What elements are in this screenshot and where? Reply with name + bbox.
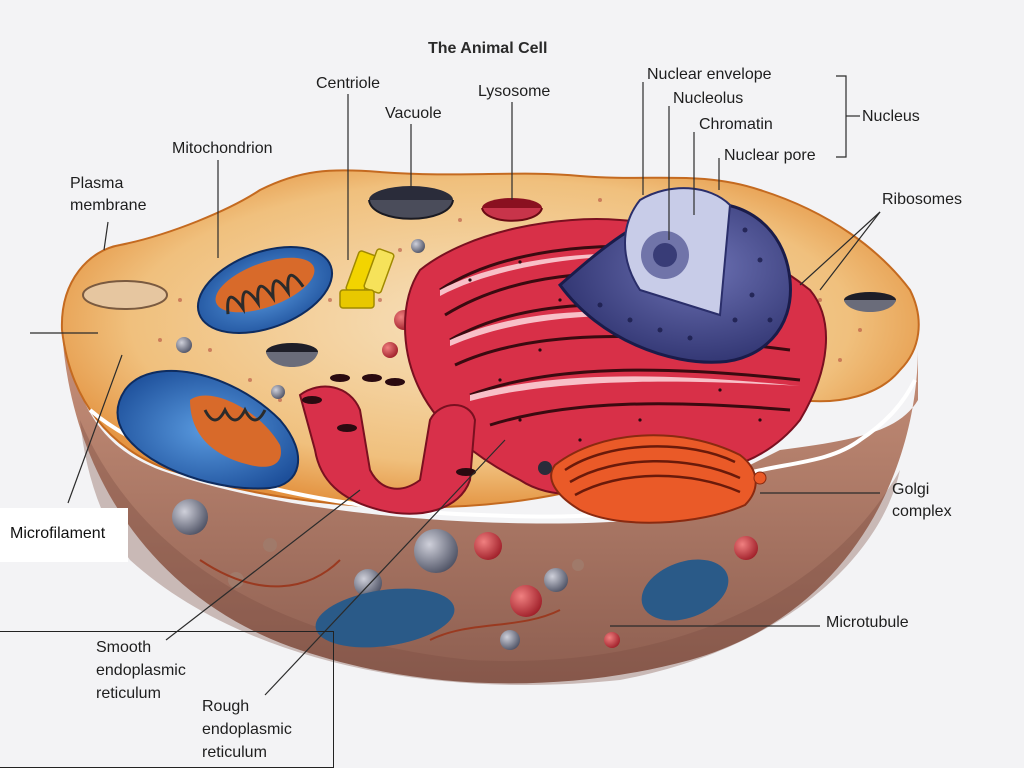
label-golgi-line1: Golgi [892, 481, 930, 498]
label-nuclear-envelope: Nuclear envelope [647, 66, 772, 83]
label-microfilament: Microfilament [10, 525, 106, 542]
label-rough-er-line1: Rough [202, 698, 250, 715]
diagram-title: The Animal Cell [428, 40, 548, 57]
nucleus-shape [557, 187, 792, 364]
lower-organelles [172, 499, 758, 650]
label-nuclear-pore: Nuclear pore [724, 147, 816, 164]
cell-body-shade [80, 420, 900, 685]
label-nucleus: Nucleus [862, 108, 920, 125]
label-smooth-er-line2: endoplasmic [96, 662, 186, 679]
label-smooth-er-line1: Smooth [96, 639, 152, 656]
microfilament-label-box: Microfilament [0, 508, 128, 562]
label-rough-er-line2: endoplasmic [202, 721, 292, 738]
label-lysosome: Lysosome [478, 83, 551, 100]
membrane-pocket [82, 280, 168, 310]
label-nucleolus: Nucleolus [673, 90, 744, 107]
mitochondrion-lower [116, 369, 299, 490]
label-smooth-er-line3: reticulum [96, 685, 161, 702]
label-centriole: Centriole [316, 75, 381, 92]
label-ribosomes: Ribosomes [882, 191, 963, 208]
label-plasma-membrane-line1: Plasma [70, 175, 124, 192]
label-golgi-line2: complex [892, 503, 952, 520]
label-microtubule: Microtubule [826, 614, 909, 631]
leader-lines [30, 75, 881, 696]
label-mitochondrion: Mitochondrion [172, 140, 273, 157]
golgi-shape [538, 434, 767, 524]
smooth-er-shape [298, 374, 477, 515]
label-vacuole: Vacuole [385, 105, 442, 122]
er-labels-frame [0, 631, 334, 768]
label-rough-er-line3: reticulum [202, 744, 267, 761]
mitochondrion-upper [196, 246, 334, 334]
label-plasma-membrane-line2: membrane [70, 197, 147, 214]
label-chromatin: Chromatin [699, 116, 773, 133]
centriole-shape [339, 248, 395, 309]
